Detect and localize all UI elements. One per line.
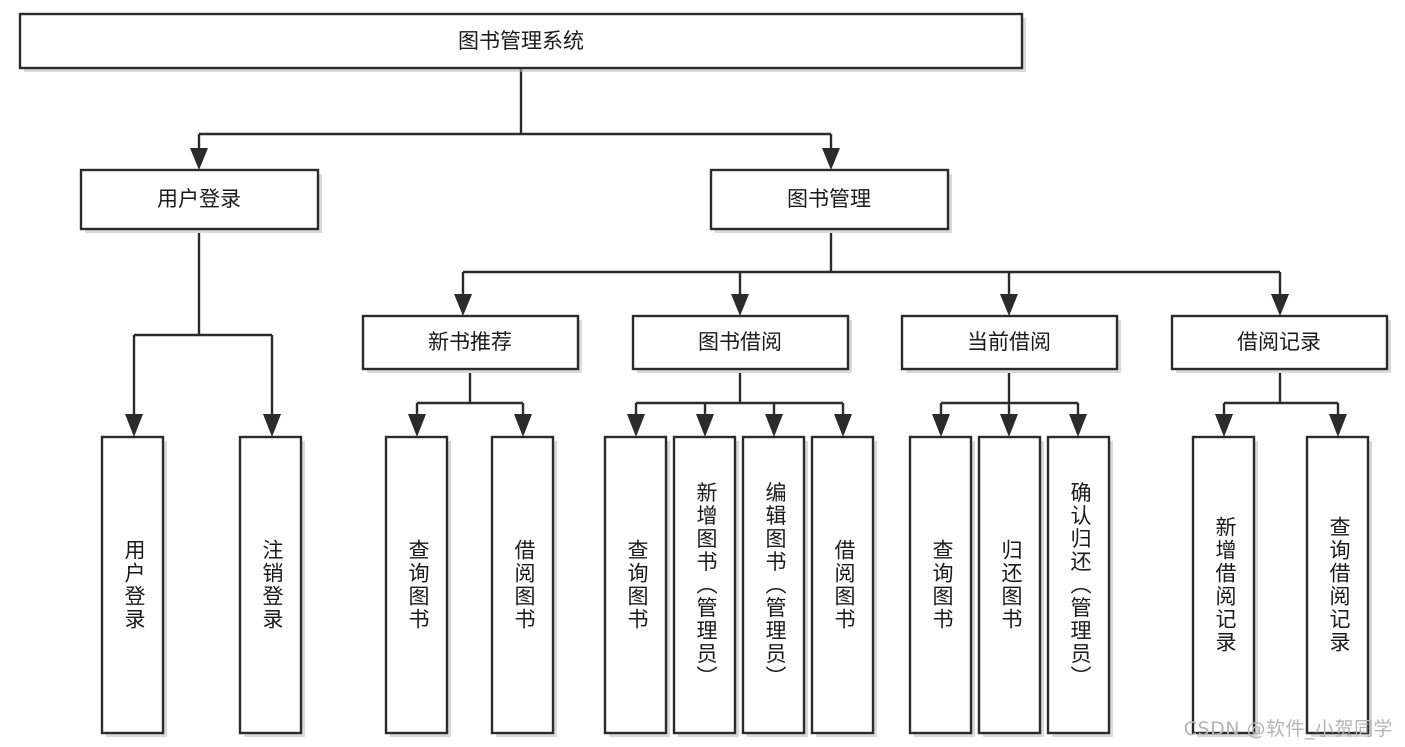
arrow-head-book-manage: [822, 148, 840, 170]
node-leaf-query-book-1-label: 查询图书: [406, 539, 430, 631]
node-leaf-borrow-book-1[interactable]: 借阅图书: [490, 435, 557, 737]
node-root[interactable]: 图书管理系统: [18, 12, 1026, 72]
node-leaf-user-login-box[interactable]: [100, 435, 165, 735]
node-root-label: 图书管理系统: [458, 29, 584, 53]
node-current-borrow-label: 当前借阅: [967, 330, 1051, 354]
node-borrow-record-label: 借阅记录: [1237, 330, 1321, 354]
node-leaf-logout[interactable]: 注销登录: [238, 435, 305, 737]
node-leaf-query-book-3[interactable]: 查询图书: [908, 435, 975, 737]
arrow-head-leaf-add-book-admin: [696, 414, 714, 437]
arrow-head-leaf-borrow-book-1: [514, 414, 532, 437]
node-book-manage-box[interactable]: [709, 168, 950, 231]
node-leaf-confirm-return-admin-box[interactable]: [1046, 435, 1111, 735]
node-leaf-query-book-3-label: 查询图书: [930, 539, 954, 631]
node-leaf-add-book-admin-label: 新增图书（管理员）: [694, 482, 718, 689]
node-leaf-query-book-2-label: 查询图书: [625, 539, 649, 631]
node-book-manage-label: 图书管理: [787, 187, 871, 211]
arrow-head-borrow-record: [1271, 294, 1289, 316]
node-leaf-edit-book-admin-label: 编辑图书（管理员）: [763, 482, 787, 689]
node-leaf-return-book-label: 归还图书: [999, 539, 1023, 631]
node-current-borrow-box[interactable]: [900, 314, 1119, 371]
node-book-manage[interactable]: 图书管理: [709, 168, 952, 233]
node-leaf-query-book-1[interactable]: 查询图书: [384, 435, 451, 737]
arrow-head-leaf-user-login: [125, 414, 143, 437]
arrow-head-leaf-return-book: [1000, 414, 1018, 437]
node-current-borrow[interactable]: 当前借阅: [900, 314, 1121, 373]
node-leaf-return-book-box[interactable]: [977, 435, 1042, 735]
node-user-login[interactable]: 用户登录: [79, 168, 322, 233]
node-leaf-query-borrow-record-box[interactable]: [1305, 435, 1370, 735]
node-root-box[interactable]: [18, 12, 1024, 70]
node-leaf-edit-book-admin[interactable]: 编辑图书（管理员）: [741, 435, 808, 737]
node-new-book-recommend-label: 新书推荐: [428, 330, 512, 354]
node-leaf-query-book-2-box[interactable]: [603, 435, 668, 735]
arrow-head-current-borrow: [1000, 294, 1018, 316]
node-leaf-borrow-book-2[interactable]: 借阅图书: [810, 435, 877, 737]
node-borrow-record-box[interactable]: [1170, 314, 1389, 371]
node-leaf-user-login[interactable]: 用户登录: [100, 435, 167, 737]
node-book-borrow[interactable]: 图书借阅: [631, 314, 852, 373]
node-leaf-borrow-book-2-box[interactable]: [810, 435, 875, 735]
arrow-head-user-login: [190, 148, 208, 170]
node-leaf-return-book[interactable]: 归还图书: [977, 435, 1044, 737]
node-new-book-recommend-box[interactable]: [361, 314, 580, 371]
node-leaf-add-borrow-record[interactable]: 新增借阅记录: [1191, 435, 1258, 737]
node-leaf-query-book-3-box[interactable]: [908, 435, 973, 735]
node-new-book-recommend[interactable]: 新书推荐: [361, 314, 582, 373]
arrow-head-leaf-query-borrow-record: [1329, 414, 1347, 437]
node-leaf-query-book-2[interactable]: 查询图书: [603, 435, 670, 737]
arrow-head-new-book-recommend: [454, 294, 472, 316]
node-leaf-logout-label: 注销登录: [260, 539, 284, 631]
arrow-head-leaf-query-book-3: [932, 414, 950, 437]
node-book-borrow-label: 图书借阅: [698, 330, 782, 354]
node-leaf-add-borrow-record-box[interactable]: [1191, 435, 1256, 735]
arrow-head-book-borrow: [731, 294, 749, 316]
node-leaf-borrow-book-2-label: 借阅图书: [832, 539, 856, 631]
node-user-login-box[interactable]: [79, 168, 320, 231]
node-leaf-borrow-book-1-label: 借阅图书: [512, 539, 536, 631]
node-leaf-confirm-return-admin-label: 确认归还（管理员）: [1068, 482, 1092, 689]
node-leaf-add-borrow-record-label: 新增借阅记录: [1213, 516, 1237, 654]
node-leaf-add-book-admin[interactable]: 新增图书（管理员）: [672, 435, 739, 737]
node-leaf-add-book-admin-box[interactable]: [672, 435, 737, 735]
node-leaf-logout-box[interactable]: [238, 435, 303, 735]
arrow-head-leaf-confirm-return-admin: [1069, 414, 1087, 437]
node-leaf-user-login-label: 用户登录: [122, 539, 146, 631]
csdn-watermark: CSDN @软件_小贺同学: [1183, 718, 1393, 740]
arrow-head-leaf-edit-book-admin: [765, 414, 783, 437]
connector-group: [125, 68, 1347, 437]
node-leaf-confirm-return-admin[interactable]: 确认归还（管理员）: [1046, 435, 1113, 737]
arrow-head-leaf-query-book-2: [627, 414, 645, 437]
node-leaf-query-borrow-record[interactable]: 查询借阅记录: [1305, 435, 1372, 737]
arrow-head-leaf-logout: [263, 414, 281, 437]
arrow-head-leaf-query-book-1: [408, 414, 426, 437]
arrow-head-leaf-add-borrow-record: [1215, 414, 1233, 437]
arrow-head-leaf-borrow-book-2: [834, 414, 852, 437]
node-book-borrow-box[interactable]: [631, 314, 850, 371]
node-leaf-edit-book-admin-box[interactable]: [741, 435, 806, 735]
node-user-login-label: 用户登录: [157, 187, 241, 211]
node-leaf-borrow-book-1-box[interactable]: [490, 435, 555, 735]
node-leaf-query-borrow-record-label: 查询借阅记录: [1327, 516, 1351, 654]
node-leaf-query-book-1-box[interactable]: [384, 435, 449, 735]
node-borrow-record[interactable]: 借阅记录: [1170, 314, 1391, 373]
